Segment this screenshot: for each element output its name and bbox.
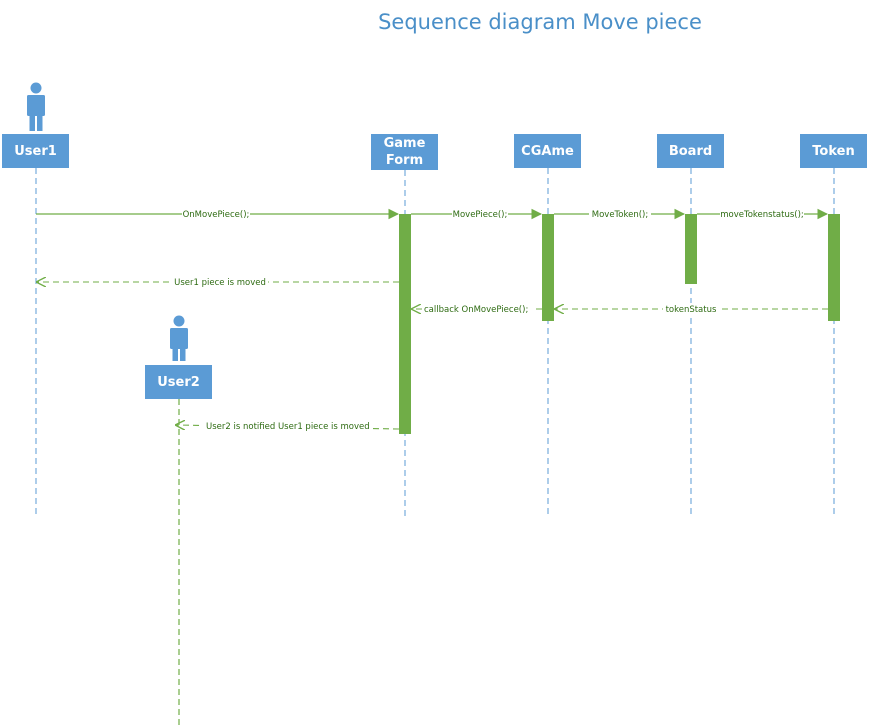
actor-box-user1[interactable]: User1 [2,134,69,168]
message-label-onmovepiece: OnMovePiece(); [183,210,250,220]
message-label-user1-moved: User1 piece is moved [174,278,266,288]
actor-box-user2[interactable]: User2 [145,365,212,399]
activation-token [828,214,840,321]
user2-actor-icon [170,315,188,361]
lifeline-box-board[interactable]: Board [657,134,724,168]
message-label-tokenstatus: tokenStatus [666,305,717,315]
lifeline-box-gameform[interactable]: Game Form [371,134,438,170]
diagram-title: Sequence diagram Move piece [378,10,702,34]
message-label-user2-notified: User2 is notified User1 piece is moved [206,422,370,432]
activation-cgame [542,214,554,321]
message-label-callback: callback OnMovePiece(); [424,305,528,315]
activation-gameform [399,214,411,434]
activation-board [685,214,697,284]
message-label-movetokenstatus: moveTokenstatus(); [720,210,804,220]
lifeline-box-cgame[interactable]: CGAme [514,134,581,168]
message-label-movetoken: MoveToken(); [592,210,648,220]
lifeline-label-gameform: Game Form [383,136,426,168]
message-label-movepiece: MovePiece(); [453,210,508,220]
lifeline-box-token[interactable]: Token [800,134,867,168]
user1-actor-icon [27,82,45,131]
